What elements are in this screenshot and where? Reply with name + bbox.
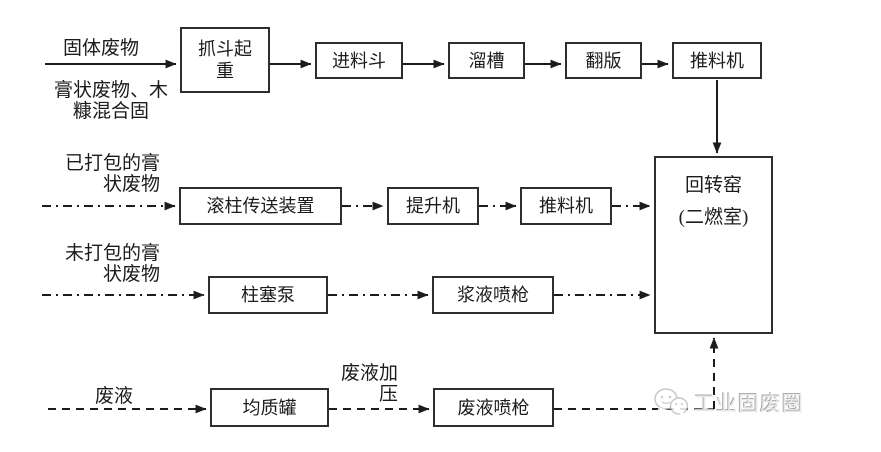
label-waste-liquid-pressurize: 废液加 压 [340,363,398,405]
label-paste-wood-mix: 膏状废物、木 糠混合固 [53,80,168,122]
node-plunger-pump: 柱塞泵 [208,276,328,314]
label-unpacked-paste-waste: 未打包的膏 状废物 [64,243,160,285]
node-hoist: 提升机 [387,187,479,225]
node-flip-plate: 翻版 [565,42,642,79]
node-pusher-top: 推料机 [672,42,762,79]
node-waste-liquid-spray-gun: 废液喷枪 [433,388,554,427]
node-roller-conveyor: 滚柱传送装置 [179,187,342,225]
node-grab-crane: 抓斗起 重 [180,27,270,93]
label-solid-waste: 固体废物 [62,38,139,59]
node-feed-hopper: 进料斗 [315,42,403,79]
node-pusher-mid: 推料机 [520,187,612,225]
label-packed-paste-waste: 已打包的膏 状废物 [64,153,160,195]
node-slurry-spray-gun: 浆液喷枪 [432,276,554,314]
watermark: 工业固废圈 [652,386,804,420]
node-chute: 溜槽 [448,42,525,79]
label-waste-liquid: 废液 [94,386,133,407]
wechat-chat-bubbles-icon [654,388,689,417]
watermark-text: 工业固废圈 [694,393,804,416]
node-homogenizing-tank: 均质罐 [210,388,329,427]
node-rotary-kiln: 回转窑 (二燃室) [654,156,773,334]
